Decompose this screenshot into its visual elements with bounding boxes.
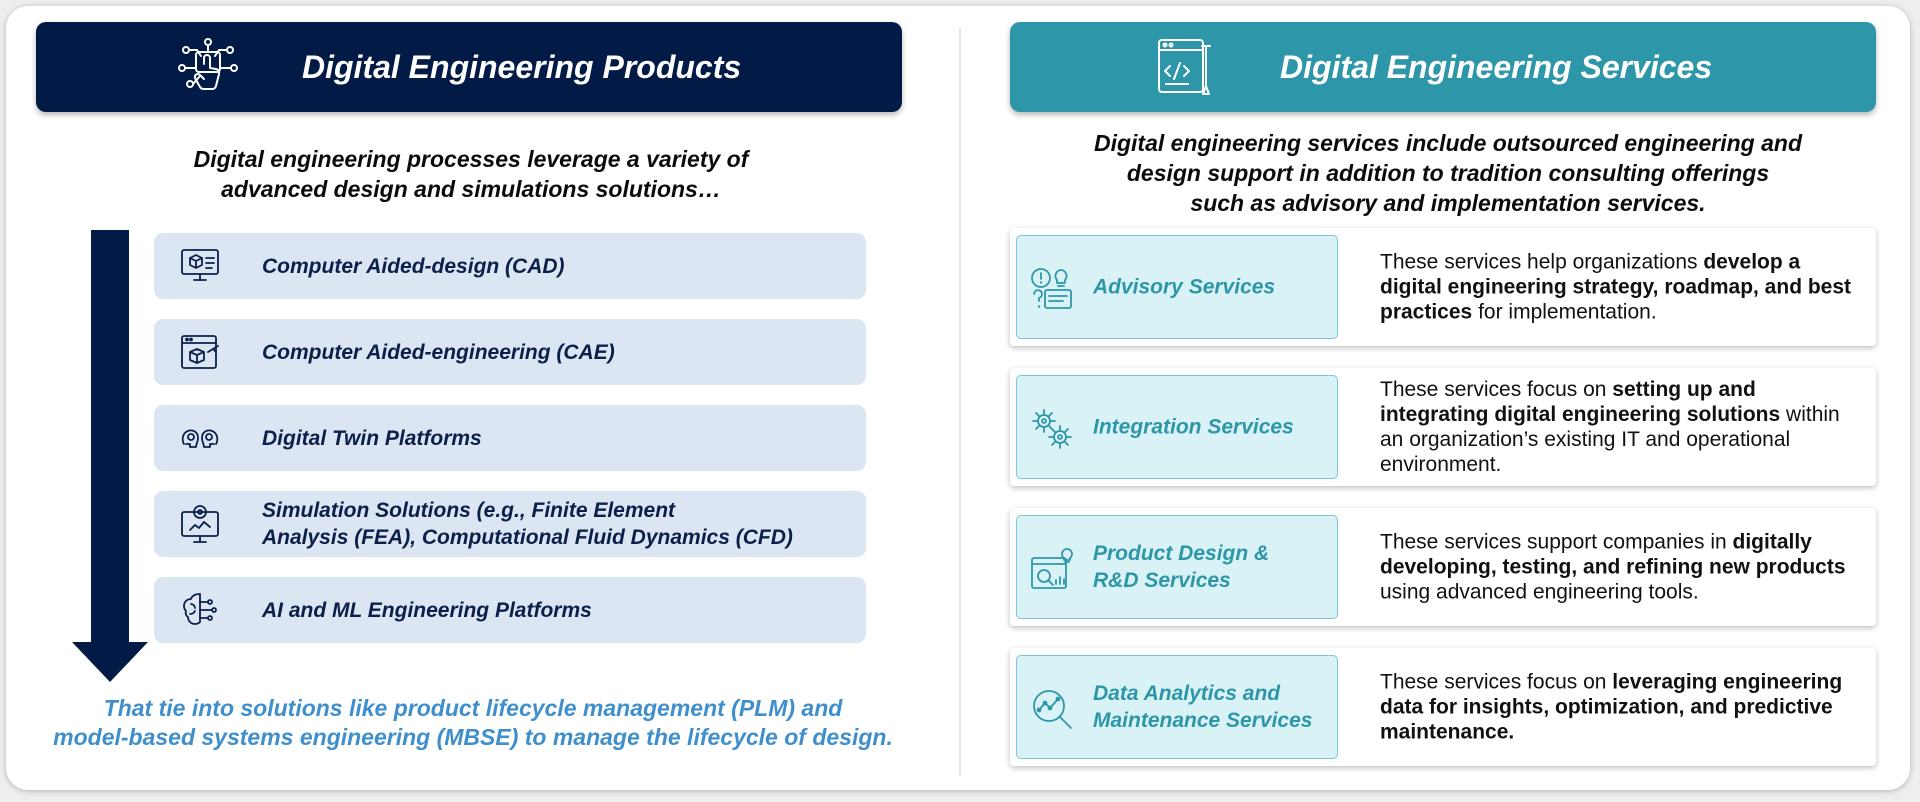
products-header: Digital Engineering Products (36, 22, 902, 112)
service-card-product-design: Product Design & R&D Services These serv… (1010, 508, 1876, 626)
service-description: These services help organizations develo… (1380, 250, 1860, 325)
product-label-line: Computer Aided-design (CAD) (262, 254, 565, 278)
service-title-box: Data Analytics and Maintenance Services (1016, 655, 1338, 759)
ai-brain-icon (183, 593, 217, 625)
simulation-monitor-icon (181, 505, 219, 543)
products-footer-line: model-based systems engineering (MBSE) t… (53, 724, 893, 750)
digital-twin-icon (181, 429, 219, 448)
service-description: These services focus on leveraging engin… (1380, 670, 1860, 745)
products-intro: Digital engineering processes leverage a… (136, 144, 806, 204)
services-header-title: Digital Engineering Services (1280, 48, 1713, 85)
description-emphasis: digitally developing, testing, and refin… (1380, 530, 1846, 579)
description-text: These services support companies in (1380, 530, 1733, 554)
product-design-icon (1031, 548, 1073, 589)
service-title-box: Advisory Services (1016, 235, 1338, 339)
service-card-advisory: Advisory Services These services help or… (1010, 228, 1876, 346)
service-description: These services focus on setting up and i… (1380, 377, 1860, 477)
services-intro: Digital engineering services include out… (1060, 128, 1836, 218)
cad-monitor-icon (181, 249, 219, 281)
description-text: for implementation. (1472, 300, 1657, 324)
services-intro-line: such as advisory and implementation serv… (1190, 190, 1706, 216)
product-label: Digital Twin Platforms (262, 425, 846, 452)
description-text: These services focus on (1380, 378, 1613, 401)
service-label: Integration Services (1093, 414, 1333, 441)
product-label-line: Digital Twin Platforms (262, 426, 482, 450)
product-label-line: Computer Aided-engineering (CAE) (262, 340, 615, 364)
gears-icon (1032, 409, 1072, 449)
column-divider (959, 28, 961, 776)
service-label-line: Product Design & (1093, 542, 1270, 565)
product-row-cad: Computer Aided-design (CAD) (154, 233, 866, 299)
product-row-digital-twin: Digital Twin Platforms (154, 405, 866, 471)
service-label: Advisory Services (1093, 274, 1333, 301)
product-row-simulation: Simulation Solutions (e.g., Finite Eleme… (154, 491, 866, 557)
service-label-line: R&D Services (1093, 569, 1231, 592)
product-row-ai-ml: AI and ML Engineering Platforms (154, 577, 866, 643)
products-intro-line: Digital engineering processes leverage a… (193, 146, 749, 172)
cae-window-icon (181, 335, 219, 369)
product-label: AI and ML Engineering Platforms (262, 597, 846, 624)
services-intro-line: design support in addition to tradition … (1126, 160, 1770, 186)
service-card-integration: Integration Services These services focu… (1010, 368, 1876, 486)
products-intro-line: advanced design and simulations solution… (221, 176, 721, 202)
description-emphasis: leveraging engineering data for insights… (1380, 670, 1843, 744)
touch-network-icon (178, 38, 238, 90)
service-card-data-analytics: Data Analytics and Maintenance Services … (1010, 648, 1876, 766)
description-emphasis: develop a digital engineering strategy, … (1380, 250, 1852, 324)
product-label: Computer Aided-engineering (CAE) (262, 339, 846, 366)
service-label: Product Design & R&D Services (1093, 540, 1333, 594)
products-footer: That tie into solutions like product lif… (40, 694, 906, 752)
service-description: These services support companies in digi… (1380, 530, 1860, 605)
product-label-line: Simulation Solutions (e.g., Finite Eleme… (262, 499, 676, 522)
products-footer-line: That tie into solutions like product lif… (103, 695, 843, 721)
product-row-cae: Computer Aided-engineering (CAE) (154, 319, 866, 385)
service-label: Data Analytics and Maintenance Services (1093, 680, 1333, 734)
service-label-line: Advisory Services (1093, 275, 1276, 299)
service-label-line: Integration Services (1093, 415, 1294, 439)
product-label: Simulation Solutions (e.g., Finite Eleme… (262, 497, 846, 551)
code-tools-icon (1158, 39, 1211, 95)
product-label-line: Analysis (FEA), Computational Fluid Dyna… (262, 526, 793, 549)
description-text: These services focus on (1380, 670, 1613, 694)
product-label-line: AI and ML Engineering Platforms (262, 598, 592, 622)
service-label-line: Data Analytics and (1093, 682, 1281, 705)
services-intro-line: Digital engineering services include out… (1093, 130, 1803, 156)
data-analytics-icon (1033, 690, 1072, 729)
product-label: Computer Aided-design (CAD) (262, 253, 846, 280)
advisory-icon (1031, 268, 1072, 309)
description-text: within an organization’s existing IT and… (1380, 403, 1840, 476)
description-text: using advanced engineering tools. (1380, 580, 1699, 604)
description-text: These services help organizations (1380, 250, 1704, 274)
service-title-box: Product Design & R&D Services (1016, 515, 1338, 619)
service-title-box: Integration Services (1016, 375, 1338, 479)
flow-down-arrow-icon (72, 230, 148, 682)
products-header-title: Digital Engineering Products (302, 48, 742, 85)
service-label-line: Maintenance Services (1093, 709, 1313, 732)
services-header: Digital Engineering Services (1010, 22, 1876, 112)
description-emphasis: setting up and integrating digital engin… (1380, 378, 1781, 426)
